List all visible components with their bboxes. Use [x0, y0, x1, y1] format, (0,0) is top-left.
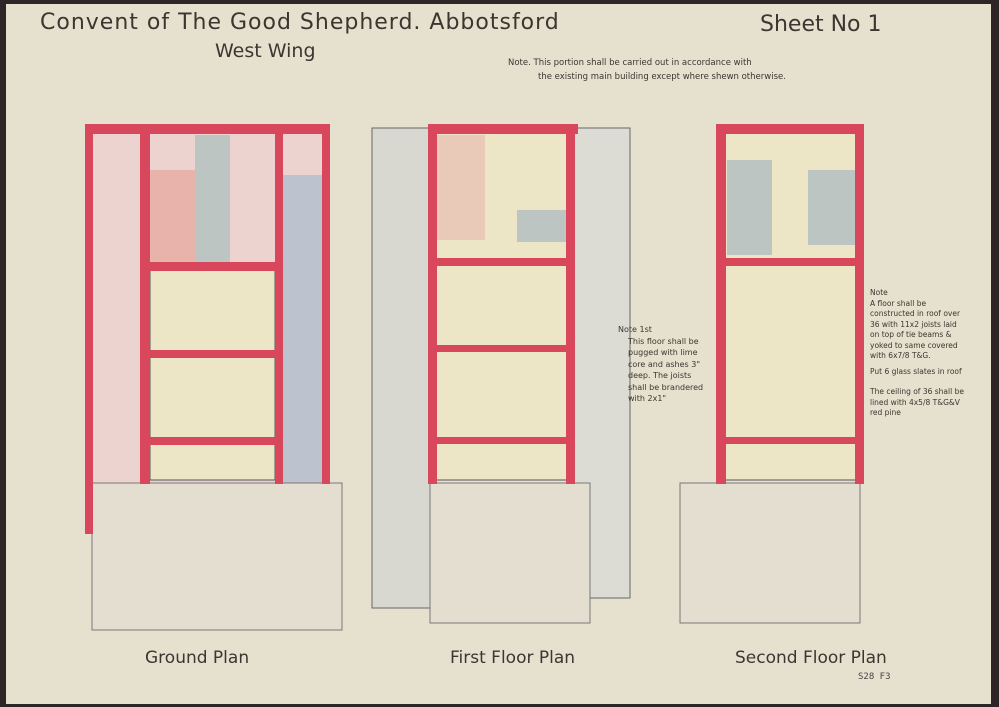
- note-line: pugged with lime: [628, 348, 698, 357]
- note-line: on top of tie beams &: [870, 330, 952, 339]
- note-line: constructed in roof over: [870, 309, 961, 318]
- note-line: A floor shall be: [870, 298, 927, 308]
- note-line: shall be brandered: [628, 382, 704, 392]
- note-line: with 6x7/8 T&G.: [870, 351, 931, 360]
- note-line: core and ashes 3": [628, 359, 701, 369]
- first-floor-plan: [371, 124, 631, 624]
- ground-plan: [85, 124, 343, 631]
- note-line: red pine: [870, 408, 901, 417]
- first-floor-plan-label: First Floor Plan: [450, 648, 576, 668]
- note-line: Note. This portion shall be carried out …: [508, 58, 752, 68]
- top-note: Note. This portion shall be carried out …: [508, 56, 786, 84]
- note-line: with 2x1": [628, 394, 667, 403]
- note-line: yoked to same covered: [870, 340, 958, 350]
- second-floor-plan: [679, 124, 864, 624]
- note-line: This floor shall be: [628, 336, 699, 346]
- note-line: Note: [870, 288, 888, 297]
- sheet-number: Sheet No 1: [760, 12, 882, 37]
- ground-plan-label: Ground Plan: [145, 648, 250, 668]
- note-line: 36 with 11x2 joists laid: [870, 319, 957, 329]
- note-line: the existing main building except where …: [538, 72, 786, 82]
- note-line: Put 6 glass slates in roof: [870, 366, 962, 376]
- note-line: lined with 4x5/8 T&G&V: [870, 397, 960, 407]
- note-line: Note 1st: [618, 325, 652, 334]
- drawing-subtitle: West Wing: [215, 40, 316, 62]
- second-floor-plan-label: Second Floor Plan: [735, 648, 887, 668]
- note-line: The ceiling of 36 shall be: [870, 387, 964, 396]
- note-line: deep. The joists: [628, 371, 692, 380]
- first-floor-note: Note 1st This floor shall be pugged with…: [618, 324, 703, 405]
- archive-reference: S28 F3: [858, 672, 891, 682]
- drawing-title: Convent of The Good Shepherd. Abbotsford: [40, 10, 560, 35]
- second-floor-note: Note A floor shall be constructed in roo…: [870, 288, 964, 419]
